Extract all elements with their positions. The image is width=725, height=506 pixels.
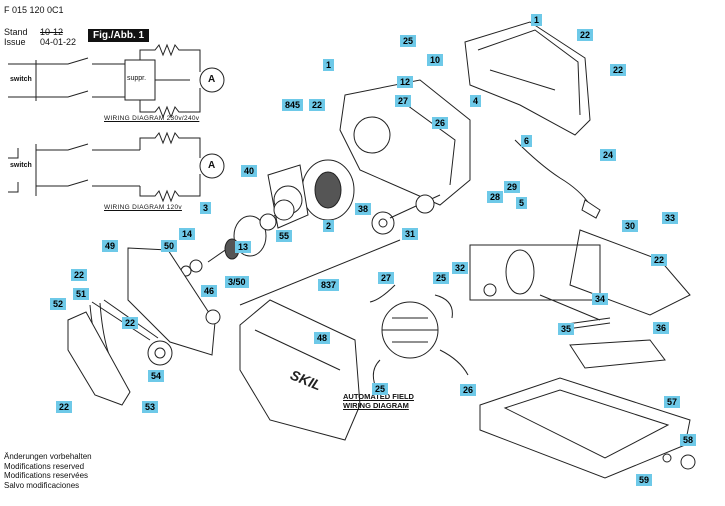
rear-housing xyxy=(464,21,591,136)
part-label: 3/50 xyxy=(225,276,249,288)
field-wiring-line2: WIRING DIAGRAM xyxy=(343,401,409,410)
part-label: 22 xyxy=(577,29,594,41)
part-label: 55 xyxy=(276,230,293,242)
part-label: 50 xyxy=(161,240,178,252)
part-label: 31 xyxy=(402,228,419,240)
part-label: 26 xyxy=(460,384,477,396)
footer-notes: Änderungen vorbehalten Modifications res… xyxy=(4,452,92,490)
part-label: 26 xyxy=(432,117,449,129)
leader-837 xyxy=(239,239,401,306)
part-label: 53 xyxy=(142,401,159,413)
issue-label: Issue xyxy=(4,37,26,47)
pressure-plate xyxy=(559,317,666,369)
part-label: 49 xyxy=(102,240,119,252)
part-label: 22 xyxy=(71,269,88,281)
power-cord xyxy=(514,139,601,219)
part-label: 28 xyxy=(487,191,504,203)
part-label: 25 xyxy=(372,383,389,395)
part-label: 3 xyxy=(200,202,212,214)
part-label: 1 xyxy=(323,59,335,71)
part-label: 34 xyxy=(592,293,609,305)
part-label: 57 xyxy=(664,396,681,408)
part-label: 845 xyxy=(282,99,304,111)
wiring-diagram-230v xyxy=(8,43,225,119)
field-wiring-schematic xyxy=(369,284,469,386)
part-label: 33 xyxy=(662,212,679,224)
part-label: 58 xyxy=(680,434,697,446)
part-label: 5 xyxy=(516,197,528,209)
part-label: 27 xyxy=(395,95,412,107)
part-label: 22 xyxy=(651,254,668,266)
motor-symbol-230v: A xyxy=(208,74,216,85)
suppressor-label: suppr. xyxy=(127,75,147,82)
switch-label-230v: switch xyxy=(10,76,32,83)
part-label: 36 xyxy=(653,322,670,334)
switch-label-120v: switch xyxy=(10,162,32,169)
belt-cover xyxy=(67,311,131,406)
part-label: 27 xyxy=(378,272,395,284)
document-number: F 015 120 0C1 xyxy=(4,5,64,15)
part-label: 13 xyxy=(235,241,252,253)
part-label: 59 xyxy=(636,474,653,486)
part-label: 25 xyxy=(433,272,450,284)
part-label: 22 xyxy=(610,64,627,76)
caption-230v: WIRING DIAGRAM 230v/240v xyxy=(104,115,200,122)
part-label: 837 xyxy=(318,279,340,291)
bottom-chassis xyxy=(469,229,691,321)
gear-housing xyxy=(127,247,221,366)
part-label: 48 xyxy=(314,332,331,344)
figure-label: Fig./Abb. 1 xyxy=(88,29,150,42)
part-label: 25 xyxy=(400,35,417,47)
part-label: 24 xyxy=(600,149,617,161)
stand-label: Stand xyxy=(4,27,28,37)
part-label: 40 xyxy=(241,165,258,177)
part-label: 35 xyxy=(558,323,575,335)
part-label: 10 xyxy=(427,54,444,66)
part-label: 12 xyxy=(397,76,414,88)
part-label: 22 xyxy=(309,99,326,111)
drive-gear xyxy=(371,194,441,235)
part-label: 22 xyxy=(56,401,73,413)
part-label: 54 xyxy=(148,370,165,382)
part-label: 22 xyxy=(122,317,139,329)
field-wiring-line1: AUTOMATED FIELD xyxy=(343,392,414,401)
part-label: 32 xyxy=(452,262,469,274)
base-frame xyxy=(479,377,696,479)
part-label: 38 xyxy=(355,203,372,215)
stand-value-struck: 10-12 xyxy=(40,27,64,37)
motor-field xyxy=(301,159,355,221)
main-housing xyxy=(339,79,471,206)
part-label: 4 xyxy=(470,95,482,107)
part-label: 51 xyxy=(73,288,90,300)
part-label: 52 xyxy=(50,298,67,310)
note-es: Salvo modificaciones xyxy=(4,480,80,490)
part-label: 46 xyxy=(201,285,218,297)
note-en: Modifications reserved xyxy=(4,461,85,471)
part-label: 14 xyxy=(179,228,196,240)
issue-date: 04-01-22 xyxy=(40,37,77,47)
caption-120v: WIRING DIAGRAM 120v xyxy=(104,204,182,211)
note-fr: Modifications reservées xyxy=(4,471,89,480)
part-label: 2 xyxy=(323,220,335,232)
motor-symbol-120v: A xyxy=(208,160,216,171)
note-de: Änderungen vorbehalten xyxy=(4,452,92,461)
part-label: 29 xyxy=(504,181,521,193)
part-label: 6 xyxy=(521,135,533,147)
part-label: 1 xyxy=(531,14,543,26)
field-wiring-caption: AUTOMATED FIELD WIRING DIAGRAM xyxy=(343,392,414,410)
part-label: 30 xyxy=(622,220,639,232)
wiring-diagram-120v xyxy=(8,131,225,203)
